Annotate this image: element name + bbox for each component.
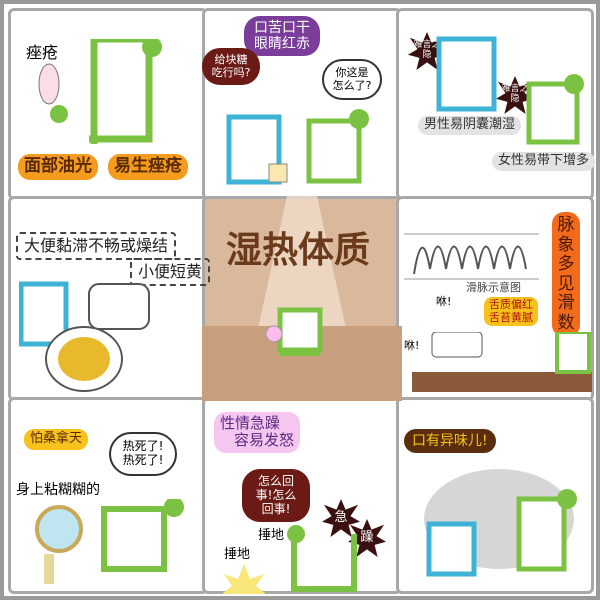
acne-label: 痤疮: [26, 43, 59, 62]
hot-speech-bubble: 热死了!热死了!: [109, 432, 177, 476]
fan-character-icon: [35, 499, 184, 584]
sauna-badge: 怕桑拿天: [24, 429, 89, 450]
sound-effect: 咻!: [404, 339, 420, 352]
pound-label: 捶地: [224, 547, 251, 562]
toilet-icon: [19, 281, 150, 392]
sound-effect: 咻!: [436, 295, 452, 308]
male-symptom-label: 男性易阴囊潮湿: [418, 116, 522, 135]
female-symptom-label: 女性易带下增多: [492, 152, 596, 171]
sticky-label: 身上粘糊糊的: [16, 482, 100, 498]
tongue-label: 舌质偏红 舌苔黄腻: [484, 297, 538, 327]
pound-label: 捶地: [258, 528, 285, 543]
caption-line: 性情急躁: [220, 414, 281, 432]
pulse-chart-caption: 滑脉示意图: [466, 281, 521, 294]
tongue-line: 舌质偏红: [489, 298, 533, 311]
pulse-label: 脉象多见滑数: [552, 212, 580, 338]
urine-label: 小便短黄: [130, 258, 211, 287]
tongue-line: 舌苔黄腻: [489, 310, 533, 324]
caption-line: 容易发怒: [234, 431, 295, 450]
acne-prone-badge: 易生痤疮: [108, 154, 188, 180]
pounding-character-icon: [222, 525, 357, 594]
speech-bubble-question: 你这是怎么了?: [322, 59, 382, 101]
oily-face-badge: 面部油光: [18, 154, 98, 180]
character-magnifier-icon: [266, 307, 323, 356]
caption-line: 口苦口干: [254, 20, 310, 36]
what-speech-bubble: 怎么回事!怎么回事!: [242, 469, 310, 523]
stool-label: 大便黏滞不畅或燥结: [16, 232, 177, 261]
temper-caption: 性情急躁 容易发怒: [214, 412, 301, 453]
speech-bubble-candy: 给块糖吃行吗?: [202, 48, 260, 86]
pulse-waveform: [404, 233, 539, 280]
characters-private-icon: [436, 36, 584, 145]
bitter-mouth-caption: 口苦口干 眼睛红赤: [244, 16, 320, 57]
character-acne-icon: [38, 39, 162, 144]
page-title: 湿热体质: [226, 230, 371, 271]
bad-breath-badge: 口有异味儿!: [404, 429, 496, 454]
caption-line: 眼睛红赤: [254, 36, 310, 53]
bad-breath-characters-icon: [424, 469, 577, 577]
doctor-desk-icon: [412, 332, 592, 392]
characters-tea-icon: [226, 109, 369, 185]
